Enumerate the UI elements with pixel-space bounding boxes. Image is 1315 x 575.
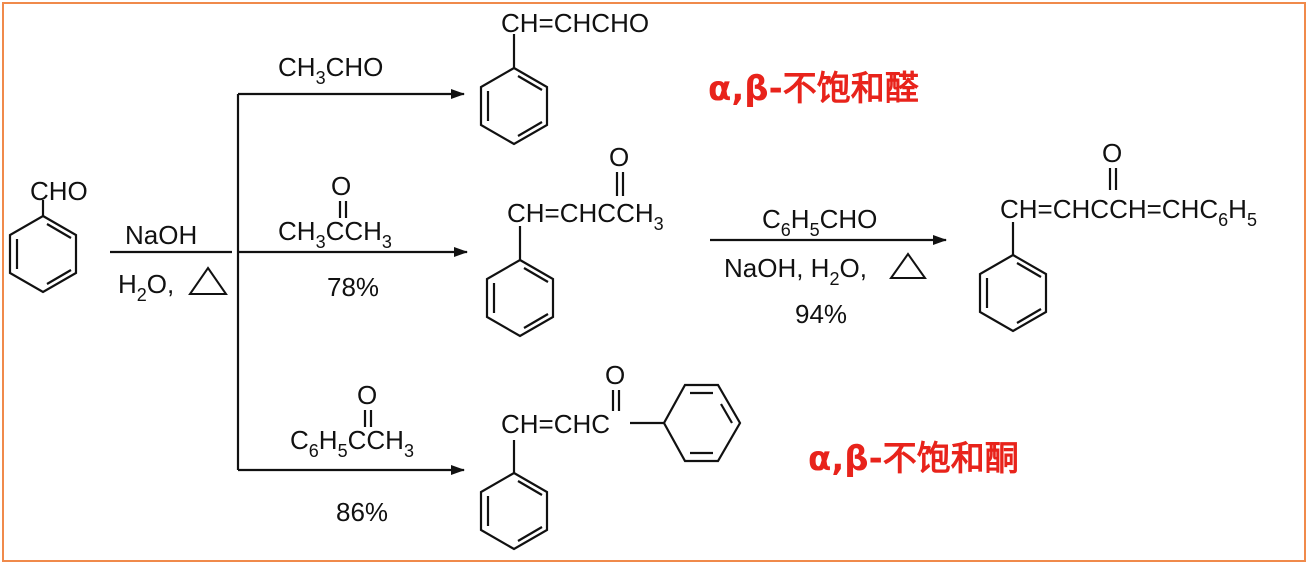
yield-86: 86% [336,497,388,527]
benzaldehyde-structure: CHO [8,176,88,294]
first-conditions: NaOH H2O, [110,220,232,305]
figure-frame [2,2,1306,562]
product-dibenzalacetone-o: O [1102,138,1122,168]
second-conditions: NaOH, H2O, [724,253,867,289]
reagent-benzaldehyde: C6H5CHO [762,204,877,240]
benzene-ring-chalcone-b [662,383,742,463]
benzene-ring-dibenzal [978,253,1048,333]
unsaturated-aldehyde-label: α,β-不饱和醛 [708,69,919,109]
benzene-ring-middle [485,258,555,338]
product-cinnamaldehyde: CH=CHCHO [501,8,649,38]
benzene-ring-top [479,66,549,146]
product-benzalacetone: CH=CHCCH3 [507,198,664,234]
acetophenone-carbonyl-o: O [357,380,377,410]
product-chalcone: CH=CHC [501,409,610,439]
product-dibenzalacetone: CH=CHCCH=CHC6H5 [1000,194,1257,230]
yield-78: 78% [327,272,379,302]
heat-triangle-icon-2 [889,252,927,279]
benzene-ring-chalcone-a [479,471,549,551]
heat-triangle-icon [188,266,228,295]
acetone-carbonyl-o: O [331,171,351,201]
reagent-acetaldehyde: CH3CHO [278,52,383,88]
reagent-acetone: CH3CCH3 [278,216,392,252]
branch-middle: O CH3CCH3 78% O CH=CHCCH3 [238,142,664,338]
branch-top: CH3CHO CH=CHCHO α,β-不饱和醛 [238,8,919,146]
naoh-label: NaOH [125,220,197,250]
unsaturated-ketone-label: α,β-不饱和酮 [808,439,1019,479]
h2o-label: H2O, [118,269,174,305]
benzene-ring-start [8,214,78,294]
product-chalcone-o: O [605,360,625,390]
second-step: C6H5CHO NaOH, H2O, 94% O CH=CHCCH=CHC6H5 [710,138,1257,333]
start-cho-label: CHO [30,176,88,206]
yield-94: 94% [795,299,847,329]
branch-bottom: O C6H5CCH3 86% O CH=CHC α,β-不饱和酮 [238,360,1019,551]
reagent-acetophenone: C6H5CCH3 [290,425,414,461]
product-benzalacetone-o: O [609,142,629,172]
